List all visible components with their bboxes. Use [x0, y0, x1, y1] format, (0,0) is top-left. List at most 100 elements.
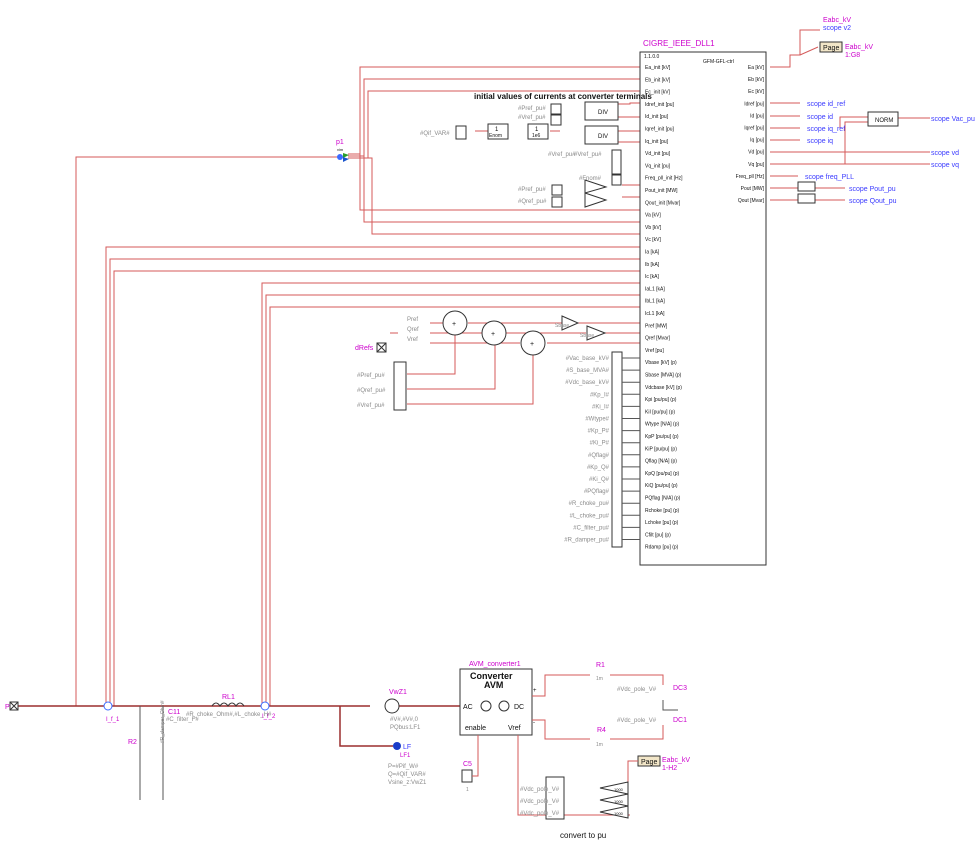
gain-3[interactable] [599, 805, 629, 819]
param-label: #Vac_base_kV# [566, 356, 610, 362]
vref-c-block[interactable] [611, 149, 622, 175]
pu-c-blocks[interactable] [545, 776, 565, 820]
lf-node[interactable] [393, 742, 401, 750]
lf-p: P=#Pif_W# [388, 764, 419, 770]
conv-name: AVM_converter1 [469, 661, 521, 668]
p1-label: p1 [336, 139, 344, 146]
sbase-gain-2[interactable] [584, 192, 608, 208]
dll-output-pin: Iq [pu] [750, 138, 765, 144]
dll-input-pin: Pref [MW] [645, 323, 668, 329]
param-label: #Kp_Q# [587, 465, 610, 471]
init-vref-label: #Vref_pu# [518, 115, 546, 121]
dll-input-pin: KiI [pu/pu] (p) [645, 409, 675, 415]
scope-iq-ref[interactable]: scope iq_ref [807, 126, 845, 133]
vwz1-value: #V#,#V#,0 [390, 717, 419, 723]
conv-plus: + [533, 688, 537, 694]
pref-sbase-gain[interactable] [561, 315, 580, 331]
c5-block[interactable] [461, 769, 473, 783]
div-label-2: DIV [598, 134, 608, 140]
init-c-blocks[interactable] [550, 103, 562, 126]
div-block-2[interactable] [584, 125, 619, 145]
dll-input-pin: Pout_init [MW] [645, 188, 678, 194]
gain-3-val: 1000 [614, 811, 624, 816]
param-label: #Ki_I# [592, 404, 610, 410]
dll-input-pin: Cfilt [pu] (p) [645, 532, 671, 538]
param-label: #S_base_MVA# [566, 368, 610, 374]
scope-id-ref[interactable]: scope id_ref [807, 101, 845, 108]
dll-input-pin: Kpi [pu/pu] (p) [645, 397, 677, 403]
sbase-gain-1[interactable] [584, 179, 608, 194]
ref-c-blocks[interactable] [393, 361, 407, 411]
dc3-label: DC3 [673, 685, 687, 692]
param-label: #Ki_P# [590, 441, 610, 447]
qif-c-block[interactable] [455, 125, 467, 140]
pref-c-block-2[interactable] [551, 184, 563, 196]
gain-2[interactable] [599, 793, 629, 807]
pout-sbase-block[interactable] [797, 181, 816, 192]
conv-enable: enable [465, 725, 486, 732]
dll-input-pin: Ea_init [kV] [645, 65, 671, 71]
scope-vq[interactable]: scope vq [931, 162, 959, 169]
rl1-label: RL1 [222, 694, 235, 701]
qref-sbase-gain[interactable] [586, 325, 607, 341]
param-c-column[interactable] [611, 351, 623, 548]
scope-iq[interactable]: scope iq [807, 138, 833, 145]
vref-pu-label-3: #Vref_pu# [574, 152, 602, 158]
scope-qout[interactable]: scope Qout_pu [849, 198, 897, 205]
rl1-inductor[interactable] [211, 702, 245, 707]
sum-pref[interactable] [442, 310, 468, 336]
scope-vd[interactable]: scope vd [931, 150, 959, 157]
dll-output-pin: Qout [Mvar] [738, 198, 765, 204]
scope-vac-pu[interactable]: scope Vac_pu [931, 116, 975, 123]
page1-button[interactable] [819, 41, 843, 53]
conv-title-2: AVM [484, 680, 503, 690]
page1-text: Page [823, 45, 839, 52]
p1-vim: vim [337, 147, 344, 152]
p-label: P [5, 704, 10, 711]
pref-pu-src: #Pref_pu# [357, 373, 385, 379]
avm-converter[interactable] [459, 668, 533, 736]
fnom-label: #Fnom# [579, 176, 602, 182]
dll-input-pin: KpQ [pu/pu] (p) [645, 471, 680, 477]
norm-block[interactable] [867, 111, 899, 127]
lf-q: Q=#Qif_VAR# [388, 772, 426, 778]
sum-qref[interactable] [481, 320, 507, 346]
dll-input-pin: IbL1 [kA] [645, 299, 665, 305]
scope-v2[interactable]: scope v2 [823, 25, 851, 32]
gain-1-val: 1000 [614, 787, 624, 792]
qref-c-block-2[interactable] [551, 196, 563, 208]
i-f2-meter[interactable] [260, 701, 270, 711]
e6-block[interactable] [527, 123, 549, 140]
vdc-pole-1: #Vdc_pole_V# [617, 687, 657, 693]
scope-pout[interactable]: scope Pout_pu [849, 186, 896, 193]
vref-pu-label-2: #Vref_pu# [548, 152, 576, 158]
enom-block[interactable] [487, 123, 509, 140]
dll-input-pin: Id_init [pu] [645, 114, 669, 120]
vwz1-source[interactable] [384, 698, 400, 714]
scope-freq[interactable]: scope freq_PLL [805, 174, 854, 181]
div-block-1[interactable] [584, 101, 619, 121]
dll-output-pin: Freq_pll [Hz] [736, 174, 765, 180]
dll-input-pin: Lchoke [pu] (p) [645, 520, 679, 526]
i-f1-meter[interactable] [103, 701, 113, 711]
rl1-value: #R_choke_Ohm#,#L_choke_H# [186, 712, 272, 718]
init-title: initial values of currents at converter … [474, 92, 652, 101]
page2-ref: 1-H2 [662, 765, 677, 772]
p1-meter[interactable]: p1 vim [336, 139, 349, 162]
sum-vref[interactable] [520, 330, 546, 356]
scope-id[interactable]: scope id [807, 114, 833, 121]
dll-input-pin: Vq_init [pu] [645, 163, 671, 169]
dll-input-pin: Qflag [N/A] (p) [645, 459, 677, 465]
dll-subtitle: GFM-GFL-ctrl [703, 59, 734, 65]
i-f1-label: I_f_1 [106, 717, 120, 723]
sum-pref-sign: + [452, 321, 456, 328]
dll-block[interactable]: CIGRE_IEEE_DLL1 1.1.0.0 GFM-GFL-ctrl Ea_… [639, 39, 767, 566]
fnom-c-block[interactable] [611, 174, 622, 186]
dll-output-pin: Ea [kV] [748, 65, 765, 71]
lf-v: Vsine_z:VwZ1 [388, 780, 427, 786]
pref-pu-label-2: #Pref_pu# [518, 187, 546, 193]
dll-input-pin: Ec_init [kV] [645, 90, 671, 96]
gain-1[interactable] [599, 781, 629, 795]
dll-input-pin: Eb_init [kV] [645, 77, 671, 83]
qout-sbase-block[interactable] [797, 193, 816, 204]
